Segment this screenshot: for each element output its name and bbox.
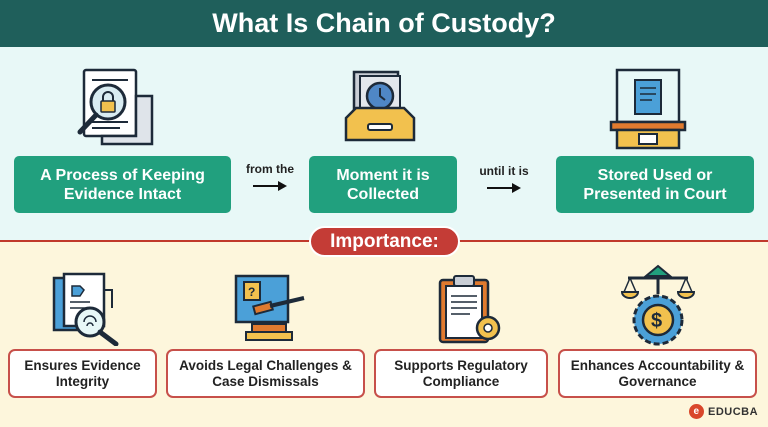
brand-name: EDUCBA <box>708 405 759 418</box>
connector-label: from the <box>246 162 294 176</box>
benefit-evidence-integrity: Ensures Evidence Integrity <box>8 349 157 398</box>
benefit-accountability-governance: Enhances Accountability & Governance <box>558 349 757 398</box>
connector-label: until it is <box>479 164 529 178</box>
benefit-avoid-legal-challenges: Avoids Legal Challenges & Case Dismissal… <box>166 349 365 398</box>
svg-text:?: ? <box>248 285 255 299</box>
connector-from-the: from the <box>240 162 300 192</box>
svg-text:$: $ <box>651 310 662 332</box>
process-step-keeping-intact: A Process of Keeping Evidence Intact <box>14 156 231 213</box>
arrow-right-icon <box>487 182 521 194</box>
page-title: What Is Chain of Custody? <box>0 0 768 47</box>
process-step-collected: Moment it is Collected <box>309 156 457 213</box>
clipboard-gear-icon <box>438 275 501 344</box>
document-lock-magnifier-icon <box>77 68 154 146</box>
educba-logo-icon: e <box>689 404 704 419</box>
fingerprint-document-icon <box>52 272 119 346</box>
display-case-icon <box>609 68 687 150</box>
importance-label: Importance: <box>309 226 460 257</box>
educba-logo: e EDUCBA <box>689 404 758 419</box>
scales-dollar-gear-icon: $ <box>620 264 696 346</box>
benefit-regulatory-compliance: Supports Regulatory Compliance <box>374 349 548 398</box>
gavel-icon: ? <box>234 274 305 341</box>
process-step-stored: Stored Used or Presented in Court <box>556 156 754 213</box>
arrow-right-icon <box>253 180 287 192</box>
evidence-tray-icon <box>344 70 416 142</box>
connector-until-it-is: until it is <box>474 164 534 194</box>
